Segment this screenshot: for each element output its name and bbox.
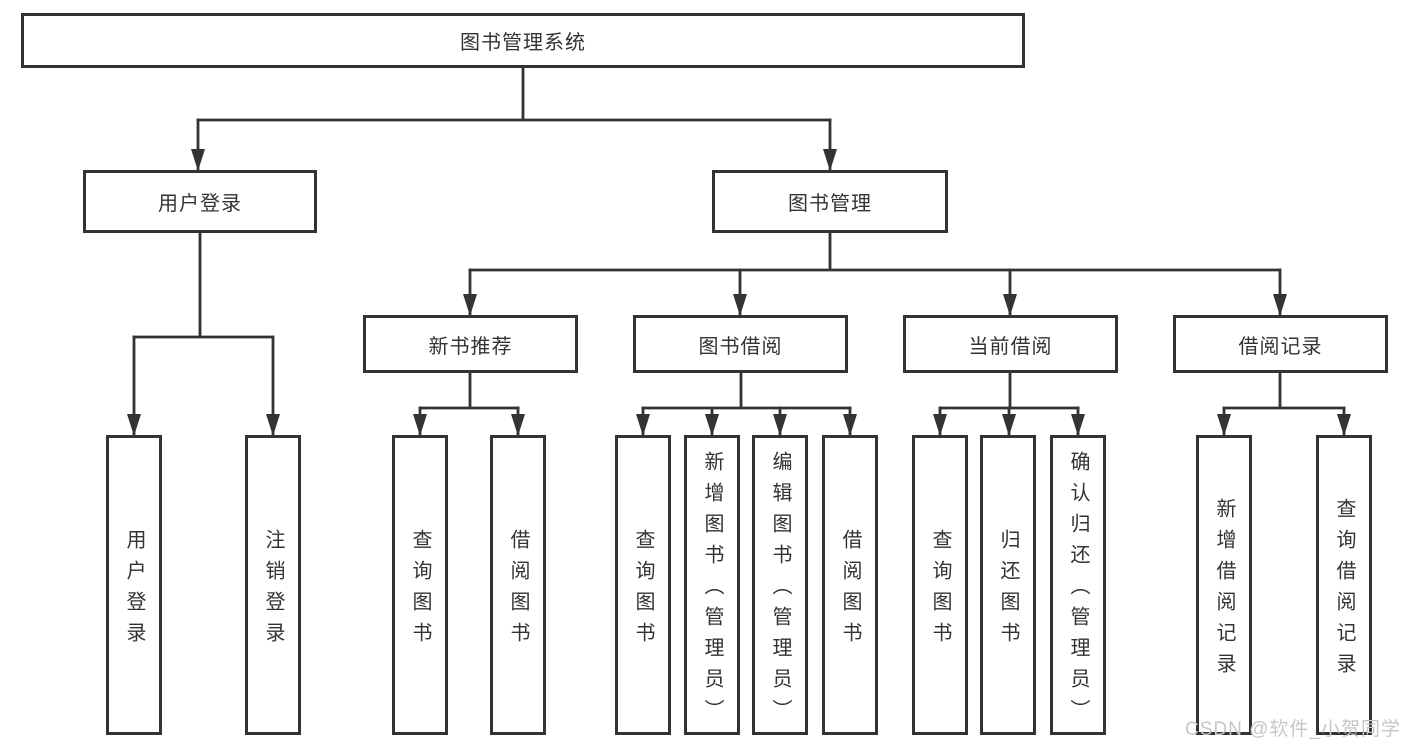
node-borrow-record: 借阅记录: [1173, 315, 1388, 373]
leaf-query-book-borrow-label: 查询图书: [632, 528, 654, 653]
edge-root-stem: [196, 66, 832, 122]
leaf-add-book: 新增图书（管理员）: [684, 435, 740, 735]
leaf-user-login: 用户登录: [106, 435, 162, 735]
leaf-borrow-book-newbook-label: 借阅图书: [507, 528, 529, 653]
leaf-add-book-label: 新增图书（管理员）: [701, 451, 723, 730]
leaf-borrow-book-borrow-label: 借阅图书: [839, 528, 861, 653]
leaf-add-borrow-record-label: 新增借阅记录: [1213, 497, 1235, 684]
edge-book-borrow-split: [641, 371, 852, 410]
node-book-borrow-label: 图书借阅: [698, 335, 783, 358]
csdn-watermark: CSDN @软件_小贺同学: [1185, 719, 1401, 740]
leaf-edit-book-label: 编辑图书（管理员）: [769, 451, 791, 730]
leaf-query-book-newbook-label: 查询图书: [409, 528, 431, 653]
node-borrow-record-label: 借阅记录: [1238, 335, 1323, 358]
leaf-user-login-label: 用户登录: [123, 528, 145, 653]
leaf-return-book-label: 归还图书: [997, 528, 1019, 653]
leaf-query-borrow-record: 查询借阅记录: [1316, 435, 1372, 735]
leaf-borrow-book-newbook: 借阅图书: [490, 435, 546, 735]
leaf-return-book: 归还图书: [980, 435, 1036, 735]
edge-new-book-split: [418, 371, 520, 410]
node-user-login: 用户登录: [83, 170, 317, 233]
leaf-confirm-return: 确认归还（管理员）: [1050, 435, 1106, 735]
leaf-query-book-current: 查询图书: [912, 435, 968, 735]
edge-user-login-split: [132, 231, 275, 339]
leaf-logout: 注销登录: [245, 435, 301, 735]
node-book-borrow: 图书借阅: [633, 315, 848, 373]
node-root-label: 图书管理系统: [460, 32, 586, 54]
leaf-query-borrow-record-label: 查询借阅记录: [1333, 497, 1355, 684]
leaf-add-borrow-record: 新增借阅记录: [1196, 435, 1252, 735]
leaf-borrow-book-borrow: 借阅图书: [822, 435, 878, 735]
leaf-query-book-current-label: 查询图书: [929, 528, 951, 653]
leaf-confirm-return-label: 确认归还（管理员）: [1067, 451, 1089, 730]
node-current-borrow: 当前借阅: [903, 315, 1118, 373]
node-book-mgmt-label: 图书管理: [788, 193, 872, 215]
leaf-query-book-newbook: 查询图书: [392, 435, 448, 735]
leaf-edit-book: 编辑图书（管理员）: [752, 435, 808, 735]
leaf-logout-label: 注销登录: [262, 528, 284, 653]
node-book-mgmt: 图书管理: [712, 170, 948, 233]
node-root: 图书管理系统: [21, 13, 1025, 68]
leaf-query-book-borrow: 查询图书: [615, 435, 671, 735]
edge-current-borrow-split: [938, 371, 1080, 410]
node-new-book-label: 新书推荐: [428, 335, 513, 358]
node-user-login-label: 用户登录: [158, 193, 242, 215]
edge-book-mgmt-split: [468, 231, 1282, 272]
node-new-book: 新书推荐: [363, 315, 578, 373]
edge-borrow-record-split: [1222, 371, 1346, 410]
node-current-borrow-label: 当前借阅: [968, 335, 1053, 358]
